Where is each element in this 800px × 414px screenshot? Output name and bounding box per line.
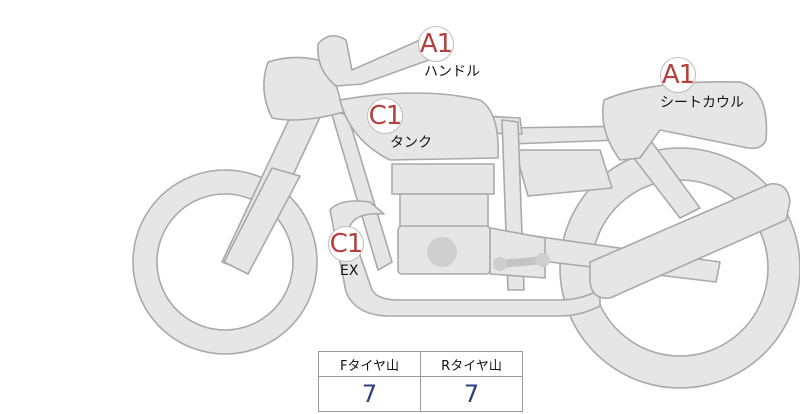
rear-tire-value: 7 [420,376,523,412]
front-tire-value: 7 [318,376,421,412]
handle-label: ハンドル [424,64,480,80]
exhaust-pipe [329,200,601,317]
seat-cowl-label: シートカウル [660,95,744,111]
tire-tread-header-row: Fタイヤ山 Rタイヤ山 [318,351,523,377]
fork-lower [223,167,301,275]
rear-tire-header: Rタイヤ山 [420,351,523,377]
muffler [589,183,791,299]
front-tire-header: Fタイヤ山 [318,351,421,377]
tire-tread-table: Fタイヤ山 Rタイヤ山 7 7 [318,351,523,412]
engine [391,163,550,279]
exhaust-label: EX [340,263,359,279]
seat-cowl-grade-badge: A1 [660,57,696,93]
tire-tread-value-row: 7 7 [318,376,523,412]
handle-grade-badge: A1 [418,26,454,62]
side-cover [514,149,613,197]
tank-label: タンク [390,135,432,151]
exhaust-grade-badge: C1 [328,226,364,262]
tank-grade-badge: C1 [367,98,403,134]
